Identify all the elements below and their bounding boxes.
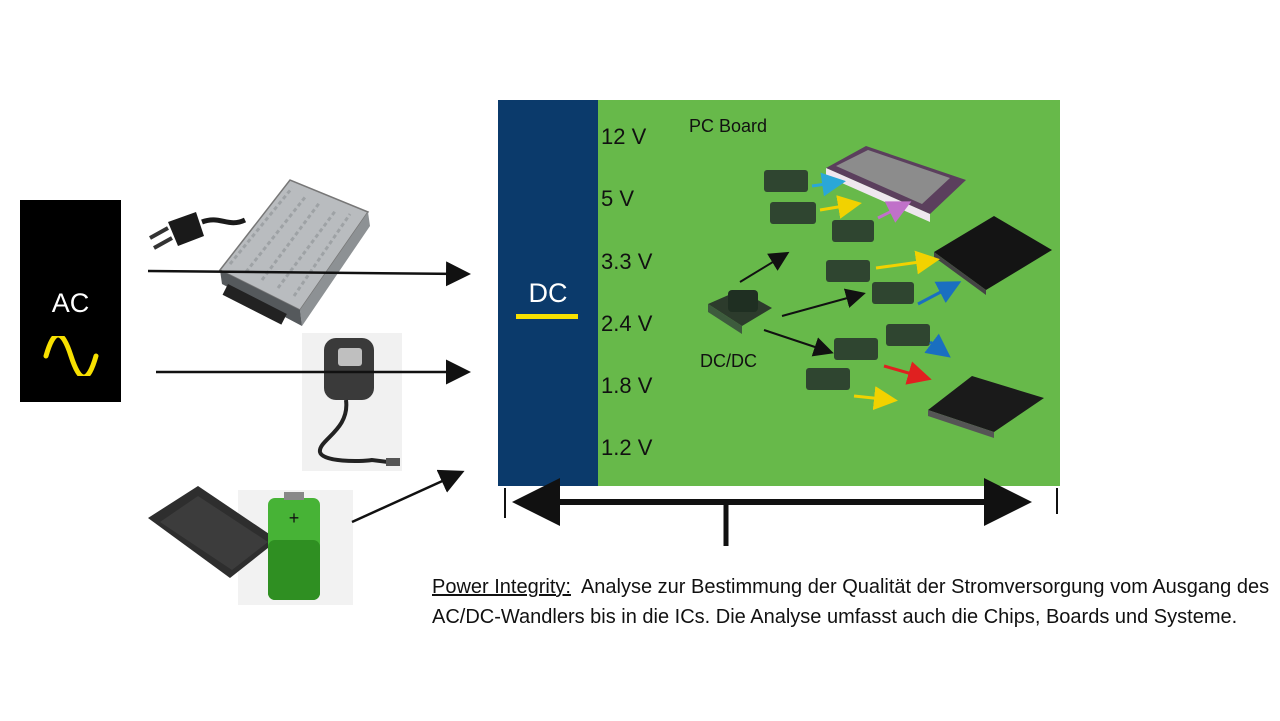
battery-to-dc-arrow <box>351 469 465 524</box>
battery-icon: + <box>148 486 353 605</box>
dc-panel: DC <box>498 100 598 486</box>
dc-dc-label: DC/DC <box>700 351 757 371</box>
dc-dc-module-icon <box>708 290 772 334</box>
dc-label: DC <box>528 278 568 308</box>
power-plug-icon <box>149 212 247 250</box>
small-dc-dc-module-icon <box>764 170 930 390</box>
ic-chip-icon <box>928 376 1044 438</box>
ic-chip-icon <box>934 216 1052 295</box>
voltage-label: 1.8 V <box>601 373 653 398</box>
ac-source-box: AC <box>20 200 121 402</box>
pc-board-label: PC Board <box>689 116 768 136</box>
sine-wave-icon <box>43 336 99 376</box>
caption: Power Integrity: Analyse zur Bestimmung … <box>432 572 1278 632</box>
voltage-label: 3.3 V <box>601 249 653 274</box>
ac-label: AC <box>51 288 90 318</box>
switching-power-supply-icon <box>218 179 370 326</box>
ac-to-dc-arrow-1 <box>147 261 471 287</box>
voltage-label: 2.4 V <box>601 311 653 336</box>
caption-term: Power Integrity: <box>432 576 571 598</box>
svg-text:+: + <box>289 508 300 528</box>
caption-text: Analyse zur Bestimmung der Qualität der … <box>432 576 1270 628</box>
voltage-label: 5 V <box>601 186 635 211</box>
wall-adapter-icon <box>302 333 402 471</box>
voltage-label: 12 V <box>601 124 647 149</box>
voltage-label: 1.2 V <box>601 435 653 460</box>
dc-underline <box>516 314 578 319</box>
